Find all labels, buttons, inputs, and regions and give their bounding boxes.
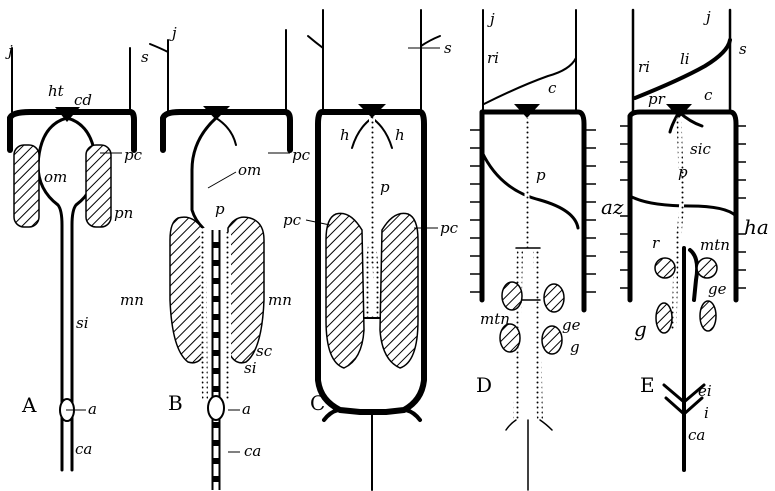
label-s: s — [141, 48, 149, 66]
panel-a: j ht cd om pc pn si a ca A — [5, 42, 143, 470]
omphalomesenteric-vein — [192, 118, 216, 228]
label-li: li — [680, 50, 690, 68]
label-ei: ei — [698, 382, 712, 400]
label-j: j — [703, 8, 711, 26]
label-c: c — [548, 79, 557, 97]
mesonephros-right — [380, 213, 418, 368]
metanephros-right — [544, 284, 564, 312]
pronephros-right — [86, 145, 111, 227]
panel-d: j ri c p mtn ge g D — [470, 10, 596, 490]
label-ca: ca — [75, 440, 92, 458]
panel-e: j s ri li pr c sic p az ha r mtn ge g ei… — [601, 8, 769, 470]
label-pr: pr — [648, 90, 666, 108]
label-r: r — [652, 234, 660, 252]
panel-caption-a: A — [21, 393, 37, 417]
label-h: h — [340, 126, 350, 144]
panel-b: s j om pc p mn mn sc si a ca B — [120, 24, 311, 490]
label-mn: mn — [120, 291, 144, 309]
label-ht: ht — [48, 82, 65, 100]
label-mtn: mtn — [480, 310, 510, 328]
label-pn: pn — [114, 204, 133, 222]
label-sic: sic — [690, 140, 711, 158]
anus — [208, 396, 224, 420]
label-ca: ca — [244, 442, 261, 460]
label-s: s — [739, 40, 747, 58]
panel-caption-b: B — [168, 391, 183, 415]
mesonephros-left — [326, 213, 364, 368]
panel-caption-c: C — [310, 391, 325, 415]
label-a: a — [88, 400, 97, 418]
duct-of-cuvier — [163, 112, 290, 150]
label-ri: ri — [638, 58, 650, 76]
gonad-right — [542, 326, 562, 354]
pronephros-left — [14, 145, 39, 227]
label-p: p — [536, 166, 546, 184]
label-pc: pc — [283, 211, 302, 229]
label-j: j — [487, 10, 495, 28]
label-om: om — [44, 168, 67, 186]
label-g: g — [570, 338, 580, 356]
gonad-left — [500, 324, 520, 352]
metanephros-left — [502, 282, 522, 310]
label-pc-right: pc — [440, 219, 459, 237]
label-om: om — [238, 161, 261, 179]
label-p: p — [380, 178, 390, 196]
label-i: i — [704, 404, 709, 422]
label-c: c — [704, 86, 713, 104]
gonad-right — [700, 301, 716, 331]
posterior-vena-cava — [674, 118, 682, 330]
posterior-vena-cava — [366, 118, 378, 318]
panel-caption-d: D — [476, 373, 492, 397]
kidney-right — [697, 258, 717, 278]
label-ge: ge — [562, 316, 581, 334]
label-j: j — [169, 24, 177, 42]
label-az: az — [601, 195, 624, 219]
label-ri: ri — [487, 49, 499, 67]
label-mn-right: mn — [268, 291, 292, 309]
subcardinal-vein — [203, 228, 205, 400]
label-j: j — [5, 42, 13, 60]
cardinal-loop — [482, 112, 584, 310]
gonad-left — [656, 303, 672, 333]
kidney-left — [655, 258, 675, 278]
label-pc: pc — [124, 146, 143, 164]
panel-caption-e: E — [640, 373, 655, 397]
label-si: si — [76, 314, 89, 332]
label-p: p — [215, 200, 225, 218]
label-pc: pc — [292, 146, 311, 164]
panel-c: s h h p pc pc C — [283, 10, 459, 490]
mesonephros-right — [228, 217, 264, 363]
label-g: g — [634, 317, 647, 341]
label-p: p — [678, 163, 688, 181]
label-si: si — [244, 359, 257, 377]
label-ca: ca — [688, 426, 705, 444]
label-s: s — [444, 39, 452, 57]
label-h-right: h — [395, 126, 405, 144]
label-ge: ge — [708, 280, 727, 298]
label-a: a — [242, 400, 251, 418]
label-sc: sc — [256, 342, 273, 360]
label-mtn: mtn — [700, 236, 730, 254]
jugular-vein — [150, 40, 168, 112]
label-cd: cd — [74, 91, 92, 109]
label-ha: ha — [744, 215, 769, 239]
